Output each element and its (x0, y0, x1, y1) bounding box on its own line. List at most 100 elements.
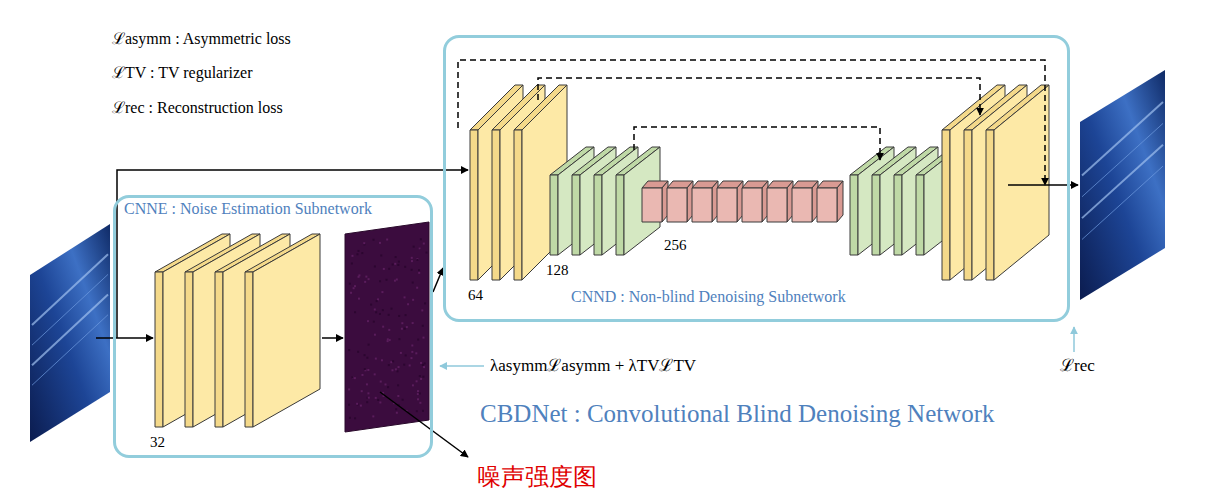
conv-layer (667, 188, 687, 222)
noise-map (413, 246, 415, 248)
noise-map (381, 359, 383, 361)
conv-layer (642, 188, 662, 222)
noise-map (375, 397, 377, 399)
conv-layer (185, 272, 193, 427)
noise-map (375, 358, 377, 360)
output-image (1082, 145, 1163, 218)
noise-map (411, 257, 413, 259)
loss-label: ℒrec (1060, 356, 1095, 376)
conv-layer (245, 234, 320, 427)
noise-map (411, 260, 413, 262)
noise-map (377, 399, 379, 401)
noise-map (380, 381, 382, 383)
noise-map (379, 313, 381, 315)
noise-map (356, 403, 358, 405)
noise-map (419, 402, 421, 404)
noise-map (350, 292, 352, 294)
noise-map (424, 362, 426, 364)
noise-map (411, 344, 413, 346)
noise-map (379, 401, 381, 403)
subnetwork-title: CNND : Non-blind Denoising Subnetwork (571, 288, 846, 306)
noise-map (380, 254, 382, 256)
noise-map (354, 311, 356, 313)
noise-map (379, 242, 381, 244)
noise-map (382, 326, 384, 328)
noise-map (405, 354, 407, 356)
noise-map (366, 357, 368, 359)
conv-layer (245, 272, 253, 427)
conv-layer (872, 175, 880, 255)
conv-layer (155, 272, 163, 427)
noise-map (394, 263, 396, 265)
noise-map (357, 403, 359, 405)
noise-map (398, 366, 400, 368)
output-image (1082, 123, 1163, 196)
noise-map (368, 344, 370, 346)
noise-map (406, 326, 408, 328)
noise-map (356, 253, 358, 255)
noise-map (401, 322, 403, 324)
noise-map (397, 384, 399, 386)
noise-map (349, 417, 351, 419)
noise-map (417, 339, 419, 341)
conv-layer (572, 175, 580, 255)
noise-map (412, 282, 414, 284)
noise-map (367, 369, 369, 371)
input-image (32, 254, 108, 325)
noise-map (345, 222, 429, 432)
noise-map (421, 309, 423, 311)
input-image (32, 274, 108, 345)
noise-map (412, 384, 414, 386)
conv-layer (986, 130, 994, 280)
noise-map (387, 338, 389, 340)
noise-map (426, 252, 428, 254)
noise-map (395, 368, 397, 370)
input-image (30, 224, 110, 442)
noise-map (416, 380, 418, 382)
callout-text: 噪声强度图 (477, 464, 597, 492)
noise-map (401, 328, 403, 330)
noise-map (348, 404, 350, 406)
conv-layer (717, 181, 743, 222)
noise-map (410, 357, 412, 359)
noise-map (364, 354, 366, 356)
noise-map (357, 351, 359, 353)
noise-map (390, 361, 392, 363)
noise-map (422, 337, 424, 339)
leader-arrow (380, 392, 468, 457)
input-image (32, 295, 108, 366)
input-image (30, 224, 110, 442)
noise-map (412, 322, 414, 324)
noise-map (361, 252, 363, 254)
output-image (1080, 70, 1165, 300)
noise-map (366, 401, 368, 403)
noise-map (388, 329, 390, 331)
skip-connection (458, 60, 1045, 185)
noise-map (358, 250, 360, 252)
noise-map (419, 247, 421, 249)
noise-map (351, 255, 353, 257)
conv-layer (792, 188, 812, 222)
conv-layer (692, 188, 712, 222)
conv-layer (642, 181, 668, 222)
channel-count: 32 (150, 434, 165, 451)
noise-map (386, 279, 388, 281)
noise-map (366, 383, 368, 385)
noise-map (364, 281, 366, 283)
noise-map (353, 287, 355, 289)
output-image (1080, 70, 1165, 300)
noise-map (398, 261, 400, 263)
conv-layer (994, 85, 1049, 280)
noise-map (354, 285, 356, 287)
noise-map (404, 296, 406, 298)
noise-map (397, 264, 399, 266)
noise-map (354, 377, 356, 379)
input-arrow (96, 337, 153, 339)
noise-map (418, 272, 420, 274)
conv-layer (692, 181, 718, 222)
conv-layer (550, 175, 558, 255)
noise-arrow (322, 337, 343, 339)
noise-map (365, 276, 367, 278)
noise-map (360, 405, 362, 407)
noise-map (374, 308, 376, 310)
